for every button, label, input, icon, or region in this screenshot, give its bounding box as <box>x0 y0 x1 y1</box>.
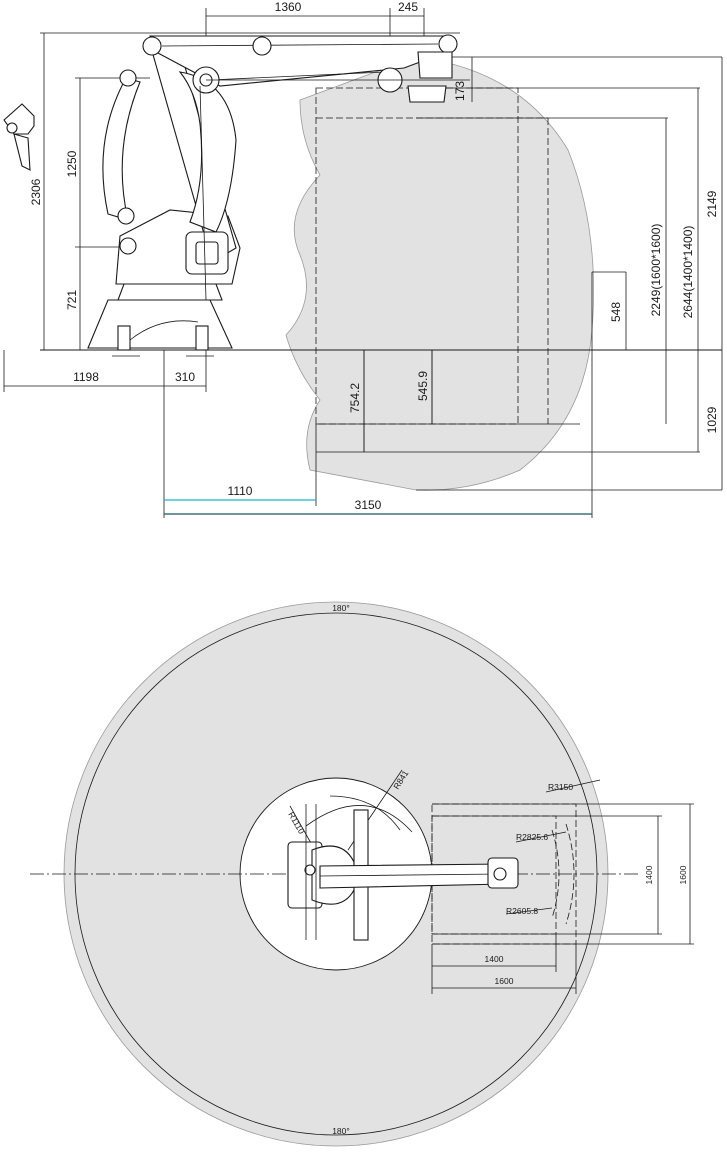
dim-2306: 2306 <box>29 178 43 205</box>
r3150-label: R3150 <box>548 782 573 792</box>
angle-top-label: 180° <box>332 603 350 613</box>
side-workspace-envelope <box>285 56 594 491</box>
dim-3150: 3150 <box>355 498 382 512</box>
dim-1029: 1029 <box>705 406 719 433</box>
w1400-label: 1400 <box>485 954 504 964</box>
dim-245: 245 <box>398 0 418 14</box>
dim-1360: 1360 <box>275 0 302 14</box>
h1600-label: 1600 <box>678 865 688 884</box>
robot-top <box>287 795 519 941</box>
dim-310: 310 <box>175 370 195 384</box>
side-view: 1360 245 173 2306 1250 721 2149 2644(140… <box>3 0 723 518</box>
dim-173: 173 <box>453 81 467 101</box>
leader-r3150 <box>545 779 601 793</box>
dim-545: 545.9 <box>416 371 430 401</box>
dim-1250: 1250 <box>65 150 79 177</box>
r2825-label: R2825.6 <box>516 832 548 842</box>
r2605-label: R2605.8 <box>506 906 538 916</box>
dim-1198: 1198 <box>73 370 99 384</box>
dim-721: 721 <box>65 290 79 310</box>
leader-r2605 <box>505 907 553 915</box>
dim-2149: 2149 <box>705 190 719 217</box>
dim-754: 754.2 <box>348 383 362 413</box>
dim-2249: 2249(1600*1600) <box>649 224 663 317</box>
arc-r2605 <box>551 829 560 919</box>
w1600-label: 1600 <box>495 976 514 986</box>
robot-side <box>87 34 470 357</box>
angle-bottom-label: 180° <box>332 1126 350 1136</box>
dim-548: 548 <box>609 302 623 322</box>
arc-r2825 <box>565 823 575 925</box>
leader-r2825 <box>515 831 567 843</box>
top-view: 180° 180° R3150 R2825.6 R2605.8 R841 R11… <box>30 601 694 1147</box>
dim-2644: 2644(1400*1400) <box>681 226 695 319</box>
h1400-label: 1400 <box>644 865 654 884</box>
dim-1110: 1110 <box>228 484 253 498</box>
tool-icon <box>3 103 35 171</box>
